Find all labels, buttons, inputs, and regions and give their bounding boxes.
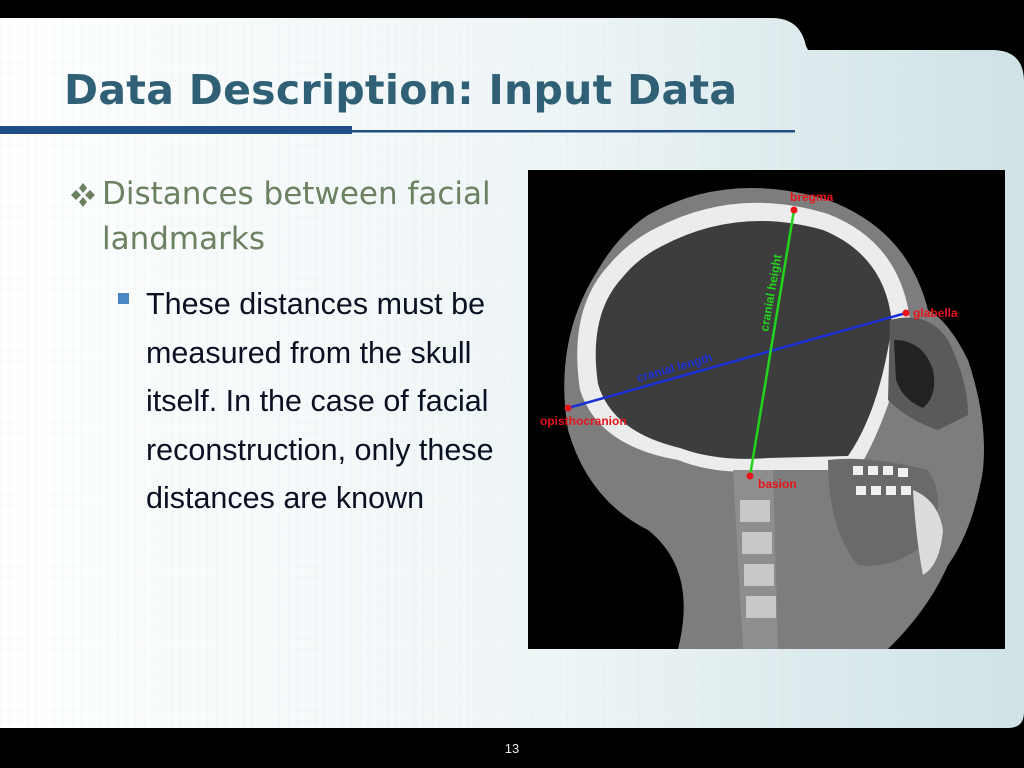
bullet-level1: Distances between facial landmarks xyxy=(66,172,506,262)
bregma-point xyxy=(790,206,798,214)
bullet-level2: These distances must be measured from th… xyxy=(118,280,498,523)
diamond-cluster-icon xyxy=(71,183,95,207)
opisthocranion-point xyxy=(564,404,572,412)
basion-point xyxy=(746,472,754,480)
square-bullet-icon xyxy=(118,293,129,304)
bullet-level1-text: Distances between facial landmarks xyxy=(102,176,491,257)
title-underline xyxy=(0,126,795,134)
glabella-point xyxy=(902,309,910,317)
glabella-label: glabella xyxy=(913,306,958,320)
skull-ct-figure: bregma glabella opisthocranion basion cr… xyxy=(528,170,1005,649)
slide-number: 13 xyxy=(504,741,520,756)
opisthocranion-label: opisthocranion xyxy=(540,414,627,428)
bregma-label: bregma xyxy=(790,190,834,204)
slide-title: Data Description: Input Data xyxy=(64,66,738,114)
basion-label: basion xyxy=(758,477,797,491)
skull-ct-illustration: bregma glabella opisthocranion basion cr… xyxy=(528,170,1005,649)
bullet-level2-text: These distances must be measured from th… xyxy=(146,287,494,515)
